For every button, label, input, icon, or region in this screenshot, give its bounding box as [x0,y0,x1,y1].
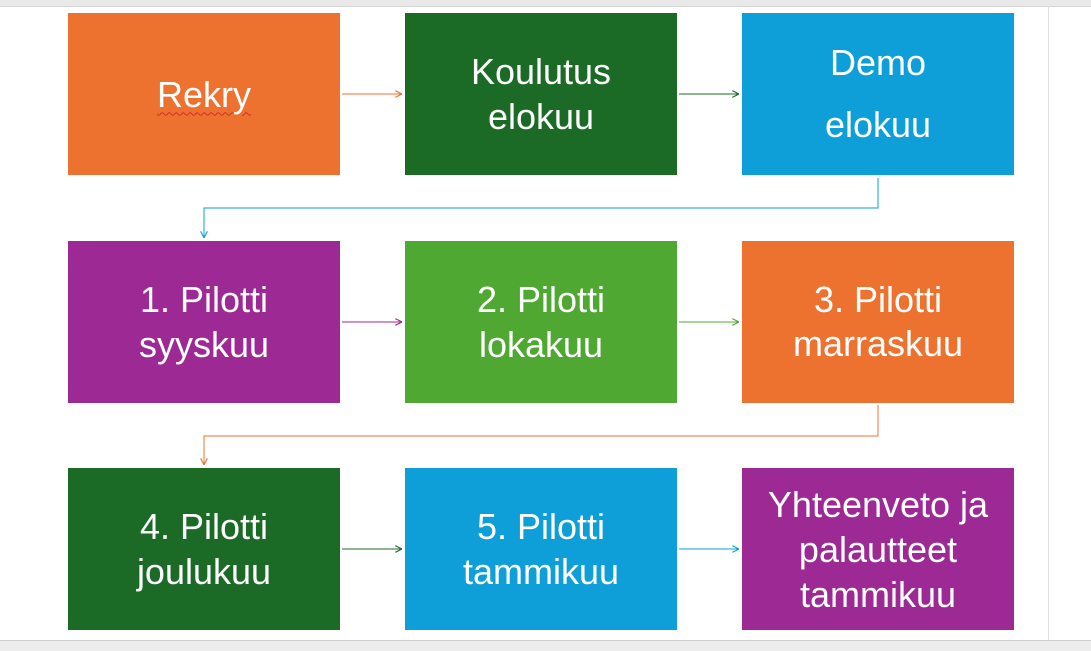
arrow-pilotti-3-to-pilotti-4 [204,405,879,465]
window-bottom-strip [0,640,1091,651]
window-top-strip [0,0,1091,7]
step-line: lokakuu [478,324,604,365]
step-line: 3. Pilotti [813,279,943,320]
slide-right-edge [1048,6,1049,640]
step-line: 4. Pilotti [139,506,269,547]
step-box-yhteenveto: Yhteenveto ja palautteet tammikuu [742,468,1014,630]
step-line: palautteet [798,528,958,570]
step-line: syyskuu [138,324,270,365]
step-box-koulutus: Koulutus elokuu [405,13,677,175]
step-line: Koulutus [470,51,612,92]
step-box-pilotti-5: 5. Pilotti tammikuu [405,468,677,630]
step-box-pilotti-3: 3. Pilotti marraskuu [742,241,1014,403]
step-line: elokuu [824,104,932,145]
step-line: marraskuu [792,323,964,364]
step-box-pilotti-1: 1. Pilotti syyskuu [68,241,340,403]
step-line: 1. Pilotti [139,279,269,320]
step-line: tammikuu [799,573,957,615]
step-line: 2. Pilotti [476,279,606,320]
step-box-pilotti-2: 2. Pilotti lokakuu [405,241,677,403]
arrow-demo-to-pilotti-1 [204,178,879,238]
step-line: tammikuu [462,551,620,592]
step-box-demo: Demo elokuu [742,13,1014,175]
step-box-pilotti-4: 4. Pilotti joulukuu [68,468,340,630]
step-line: 5. Pilotti [476,506,606,547]
step-line: elokuu [487,96,595,137]
step-line: Yhteenveto ja [767,483,989,525]
step-box-rekry: Rekry [68,13,340,175]
step-line: Demo [829,42,927,83]
step-line: joulukuu [136,551,272,592]
step-line: Rekry [156,73,251,115]
